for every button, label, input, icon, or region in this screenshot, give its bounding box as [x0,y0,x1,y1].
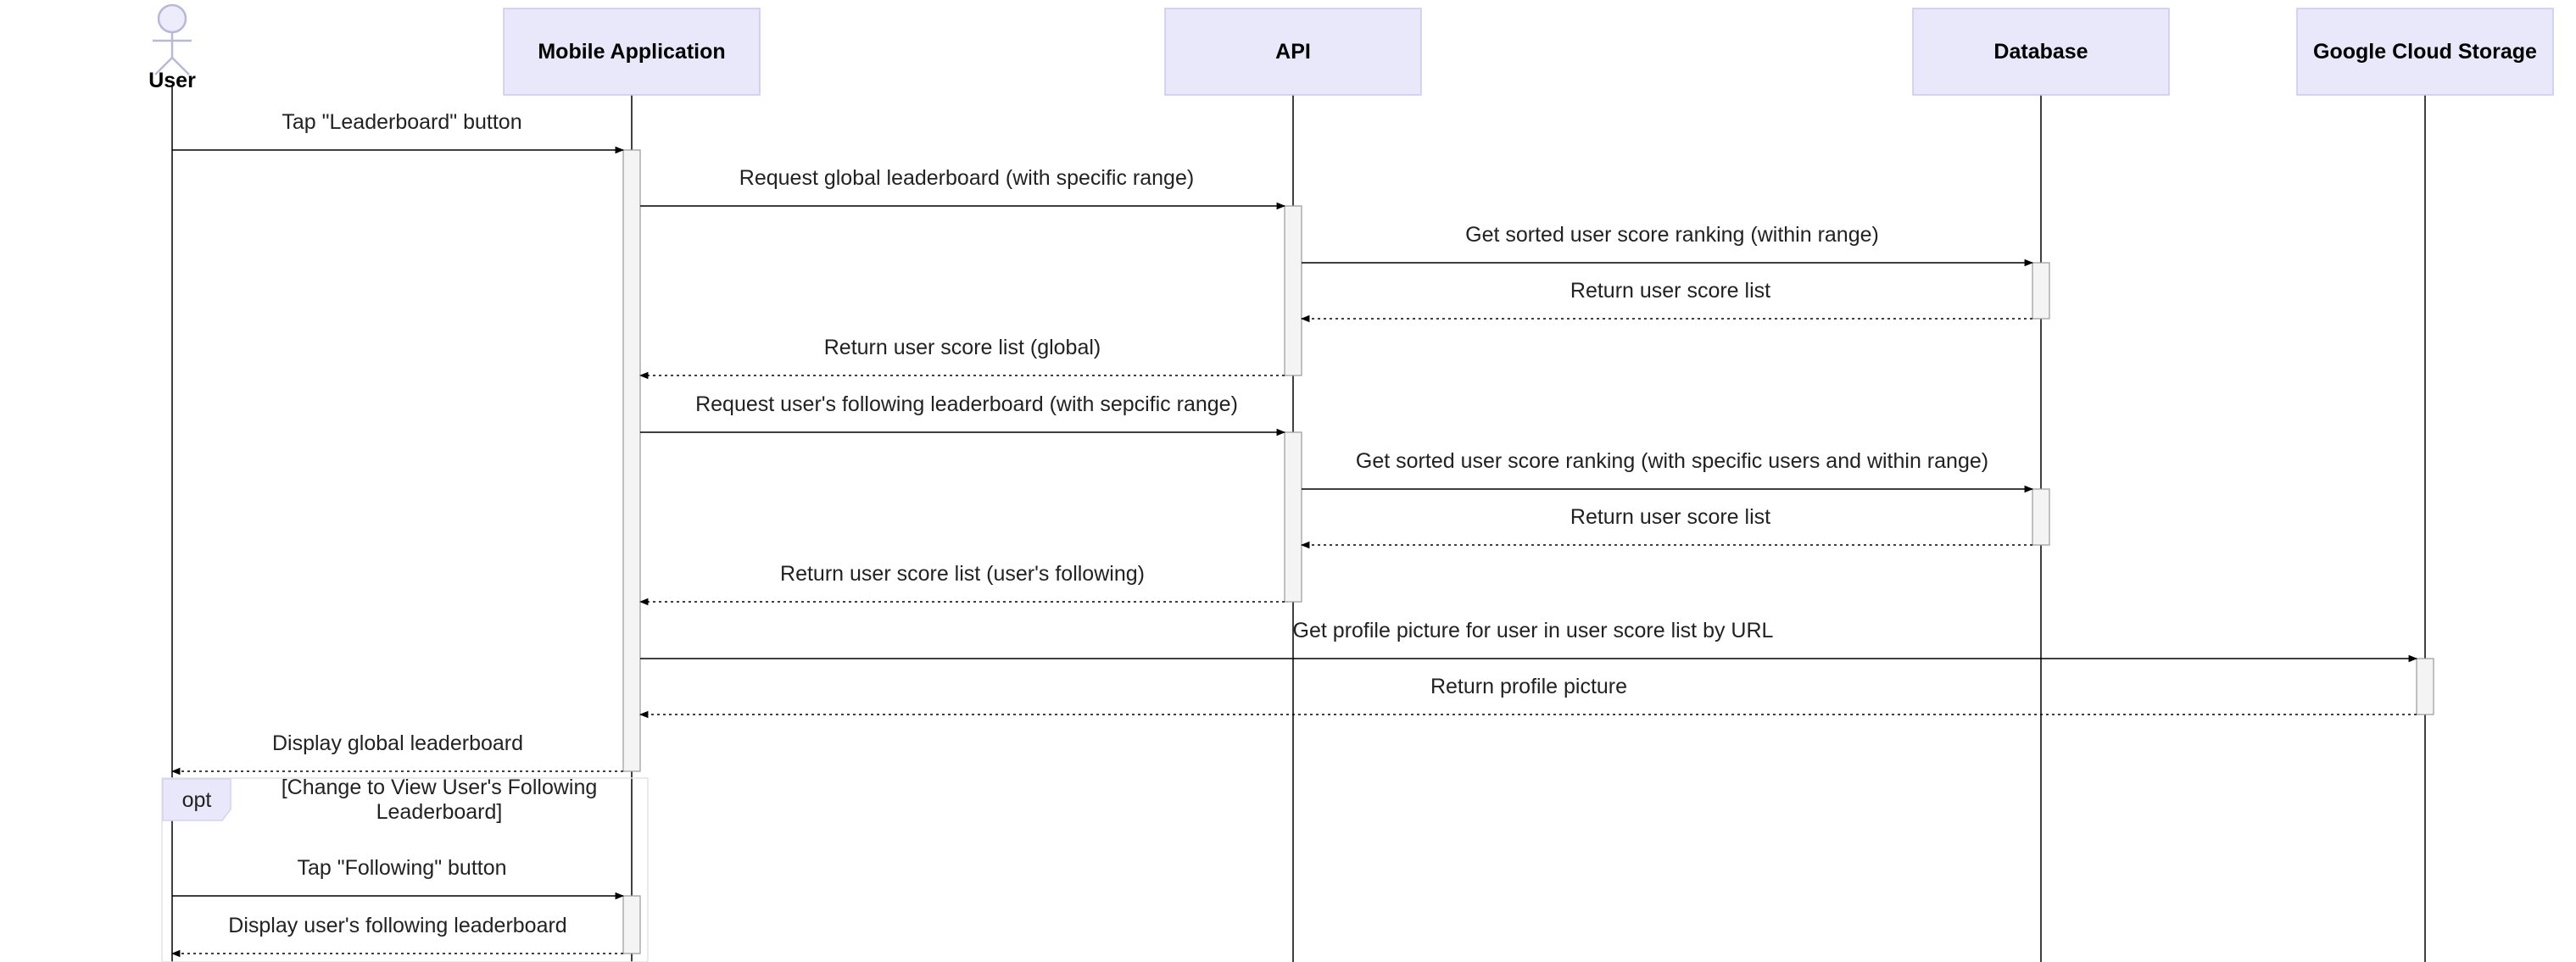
opt-tab [162,778,231,821]
message-8: Return user score list [1300,505,2032,549]
message-4: Return user score list [1300,279,2032,323]
activation-bar-api-global [1284,205,1302,376]
opt-guard-line-2: Leaderboard] [376,800,503,824]
message-6: Request user's following leaderboard (wi… [640,392,1286,437]
participant-box [503,8,761,96]
participant-label: Database [1993,40,2088,64]
message-14: Display user's following leaderboard [170,914,623,958]
message-label: Display global leaderboard [272,731,523,755]
participant-box [2296,8,2554,96]
message-5: Return user score list (global) [638,336,1285,380]
message-label: Tap "Following" button [297,856,506,880]
opt-fragment: opt [Change to View User's Following Lea… [161,776,649,962]
activation-bar-api-following [1284,431,1302,603]
user-actor: User [148,3,196,92]
participant-database: Database [1912,8,2170,96]
message-label: Request global leaderboard (with specifi… [739,166,1194,190]
opt-frame [161,777,649,962]
message-10: Get profile picture for user in user sco… [640,619,2418,663]
participant-api: API [1164,8,1422,96]
message-label: Return user score list (global) [824,336,1101,359]
message-label: Return profile picture [1430,675,1627,698]
activation-bar-app-main [622,149,641,772]
activation-bar-gcs [2416,658,2434,715]
participant-label: API [1275,40,1311,64]
message-label: Display user's following leaderboard [228,914,566,937]
activation-bar-db-global [2032,262,2050,320]
activation-bar-db-following [2032,488,2050,546]
activation-bar-app-opt [622,895,641,954]
message-label: Get profile picture for user in user sco… [1293,619,1774,642]
message-7: Get sorted user score ranking (with spec… [1302,449,2034,493]
participant-label: Mobile Application [538,40,725,64]
stick-figure-icon [153,3,192,75]
participant-box [1912,8,2170,96]
message-label: Get sorted user score ranking (within ra… [1465,223,1879,247]
participant-box [1164,8,1422,96]
opt-operator-label: opt [182,788,212,812]
actor-label: User [148,69,196,92]
message-12: Display global leaderboard [170,731,623,776]
participant-google-cloud-storage: Google Cloud Storage [2296,8,2554,96]
message-label: Return user score list (user's following… [780,562,1145,586]
message-label: Return user score list [1570,505,1770,529]
message-label: Return user score list [1570,279,1770,303]
message-13: Tap "Following" button [172,856,625,900]
message-11: Return profile picture [638,675,2417,719]
message-1: Tap "Leaderboard" button [172,110,625,154]
message-label: Request user's following leaderboard (wi… [695,392,1238,416]
participant-mobile-application: Mobile Application [503,8,761,96]
opt-guard-line-1: [Change to View User's Following [282,776,598,799]
message-label: Get sorted user score ranking (with spec… [1356,449,1988,473]
message-9: Return user score list (user's following… [638,562,1285,606]
message-label: Tap "Leaderboard" button [282,110,521,134]
message-2: Request global leaderboard (with specifi… [640,166,1286,210]
message-3: Get sorted user score ranking (within ra… [1302,223,2034,267]
participant-label: Google Cloud Storage [2313,40,2537,64]
